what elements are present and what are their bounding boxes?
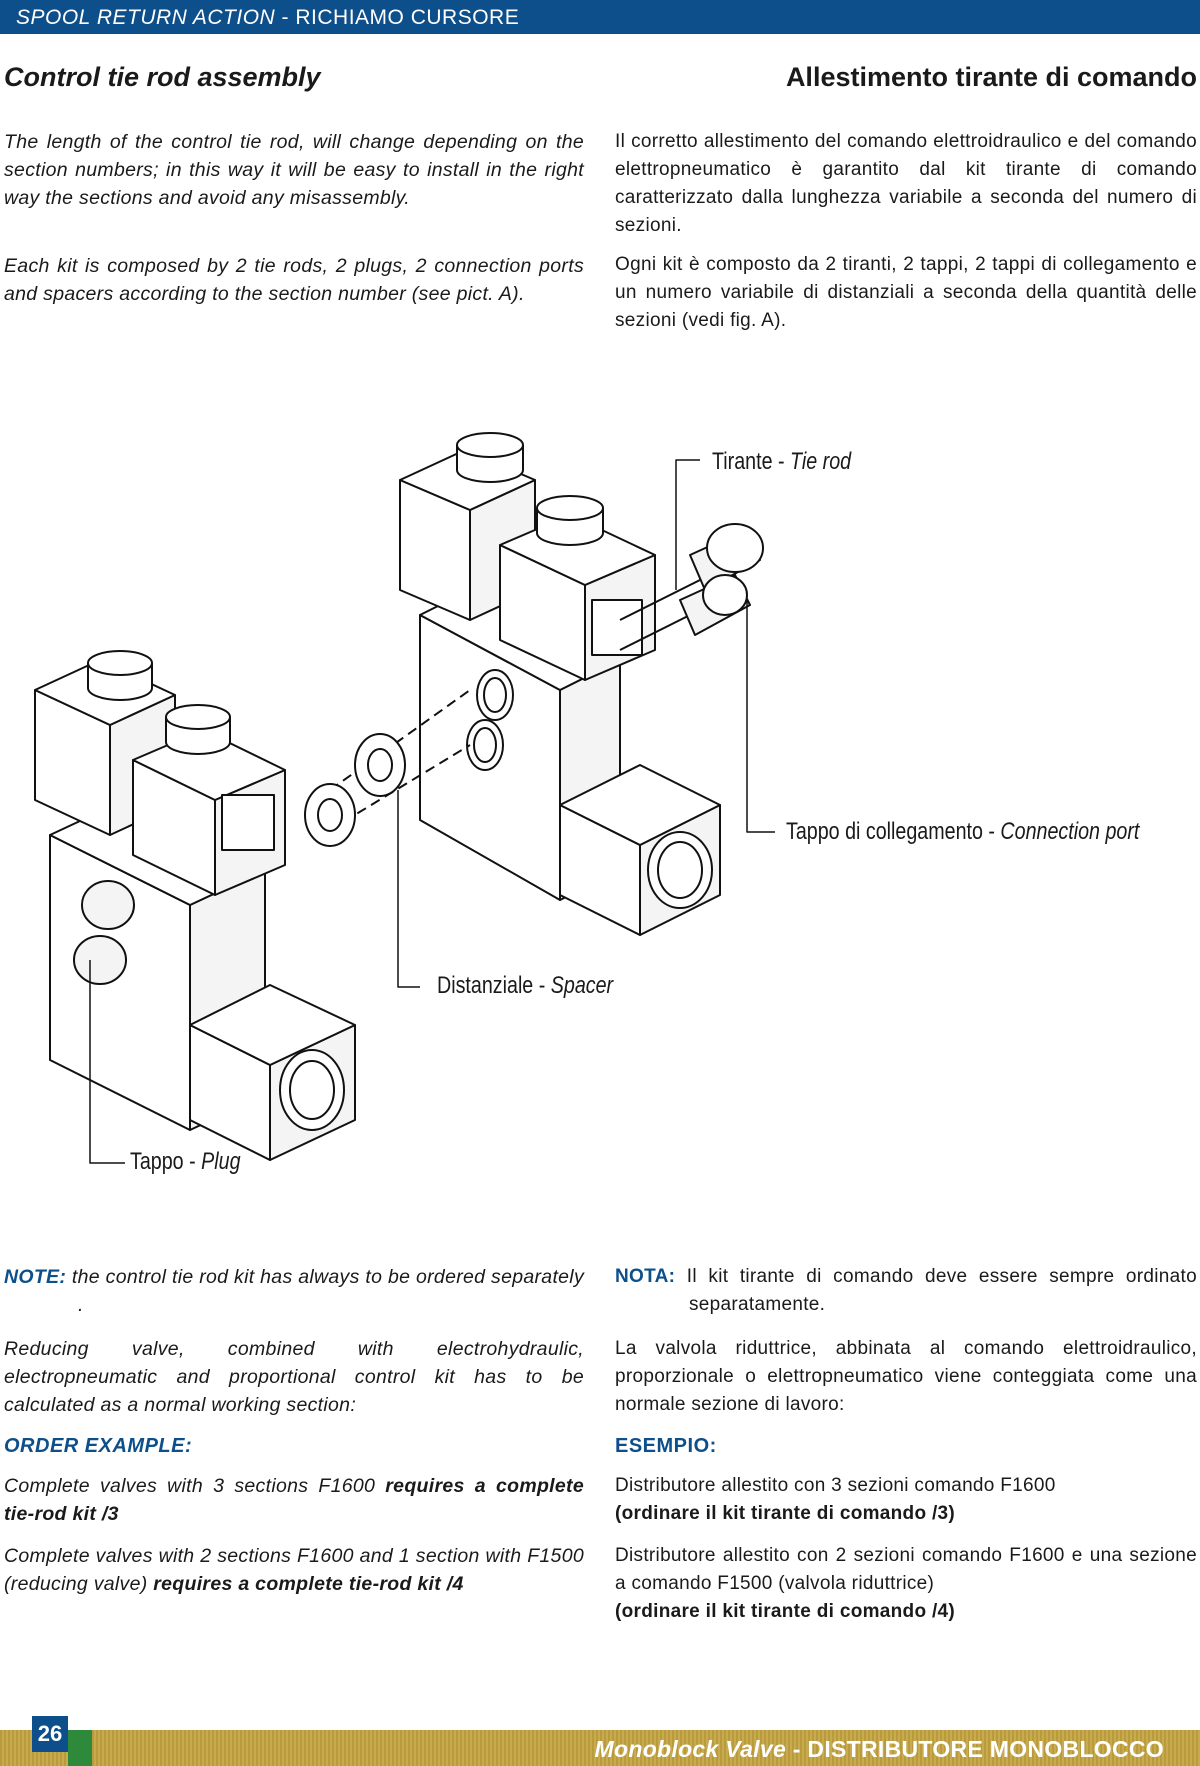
label-plug-it: Tappo - [130,1148,196,1175]
order-example-it-heading: ESEMPIO: [615,1435,717,1457]
intro-en-block: The length of the control tie rod, will … [4,128,584,308]
order-example-en-heading: ORDER EXAMPLE: [4,1435,193,1457]
label-spacer: Distanziale - Spacer [437,972,613,1000]
rear-valve-assembly [399,432,764,936]
intro-it-block: Il corretto allestimento del comando ele… [615,128,1197,335]
header-sep: - [275,6,296,29]
order-example-en-1-text: Complete valves with 3 sections F1600 [4,1475,386,1497]
note-it-key: NOTA: [615,1266,676,1287]
footer-sep: - [786,1736,808,1762]
label-spacer-en: Spacer [550,972,614,999]
reducing-it: La valvola riduttrice, abbinata al coman… [615,1338,1197,1415]
footer-title: Monoblock Valve - DISTRIBUTORE MONOBLOCC… [595,1736,1164,1763]
note-it-text: Il kit tirante di comando deve essere se… [686,1266,1197,1315]
order-example-it-1-text: Distributore allestito con 3 sezioni com… [615,1475,1056,1496]
order-example-en-1-bold: requires a complete tie-rod kit /3 [4,1475,584,1525]
label-connection-port-it: Tappo di collegamento - [786,818,995,845]
label-connection-port-en: Connection port [1000,818,1140,845]
label-tie-rod-en: Tie rod [790,448,852,475]
order-example-it-1: Distributore allestito con 3 sezioni com… [615,1472,1197,1528]
notes-en: NOTE: the control tie rod kit has always… [4,1263,584,1598]
order-example-en-2-bold: requires a complete tie-rod kit /4 [153,1573,464,1595]
spacers [304,689,471,847]
order-example-it-2-text: Distributore allestito con 2 sezioni com… [615,1545,1197,1594]
label-spacer-it: Distanziale - [437,972,546,999]
label-tie-rod-it: Tirante - [712,448,785,475]
label-plug: Tappo - Plug [130,1148,241,1176]
label-tie-rod: Tirante - Tie rod [712,448,851,476]
order-example-it-2-bold: (ordinare il kit tirante di comando /4) [615,1601,956,1622]
intro-it-p2: Ogni kit è composto da 2 tiranti, 2 tapp… [615,254,1197,331]
footer-title-it: DISTRIBUTORE MONOBLOCCO [807,1736,1164,1762]
section-title-it: Allestimento tirante di comando [785,62,1197,92]
intro-en-p2: Each kit is composed by 2 tie rods, 2 pl… [4,255,584,305]
page-number: 26 [32,1716,68,1752]
footer-title-en: Monoblock Valve [594,1736,787,1762]
front-valve-assembly [34,650,356,1161]
order-example-it-2: Distributore allestito con 2 sezioni com… [615,1542,1197,1626]
note-en: NOTE: the control tie rod kit has always… [4,1263,584,1319]
note-en-key: NOTE: [4,1266,67,1288]
note-en-text: the control tie rod kit has always to be… [71,1266,584,1316]
assembly-drawing [34,432,775,1164]
header-bar: SPOOL RETURN ACTION - RICHIAMO CURSORE [0,0,1200,34]
order-example-it-1-bold: (ordinare il kit tirante di comando /3) [615,1503,956,1524]
header-title-en: SPOOL RETURN ACTION [16,6,276,29]
notes-it: NOTA: Il kit tirante di comando deve ess… [615,1263,1197,1626]
order-example-en-1: Complete valves with 3 sections F1600 re… [4,1472,584,1528]
header-title-it: RICHIAMO CURSORE [295,6,520,29]
reducing-en: Reducing valve, combined with electrohyd… [4,1338,584,1416]
label-connection-port: Tappo di collegamento - Connection port [786,818,1139,846]
page-number-tab [68,1730,92,1766]
note-it: NOTA: Il kit tirante di comando deve ess… [615,1263,1197,1319]
assembly-figure: Tirante - Tie rod Tappo di collegamento … [0,420,1200,1200]
intro-it-p1: Il corretto allestimento del comando ele… [615,131,1197,236]
intro-en-p1: The length of the control tie rod, will … [4,131,584,209]
section-title-en: Control tie rod assembly [4,62,321,92]
leader-lines [89,459,775,1164]
footer-bar [0,1730,1200,1766]
label-plug-en: Plug [201,1148,241,1175]
order-example-en-2: Complete valves with 2 sections F1600 an… [4,1542,584,1598]
order-example-en-2-text: Complete valves with 2 sections F1600 an… [4,1545,584,1595]
header-title: SPOOL RETURN ACTION - RICHIAMO CURSORE [16,6,519,30]
